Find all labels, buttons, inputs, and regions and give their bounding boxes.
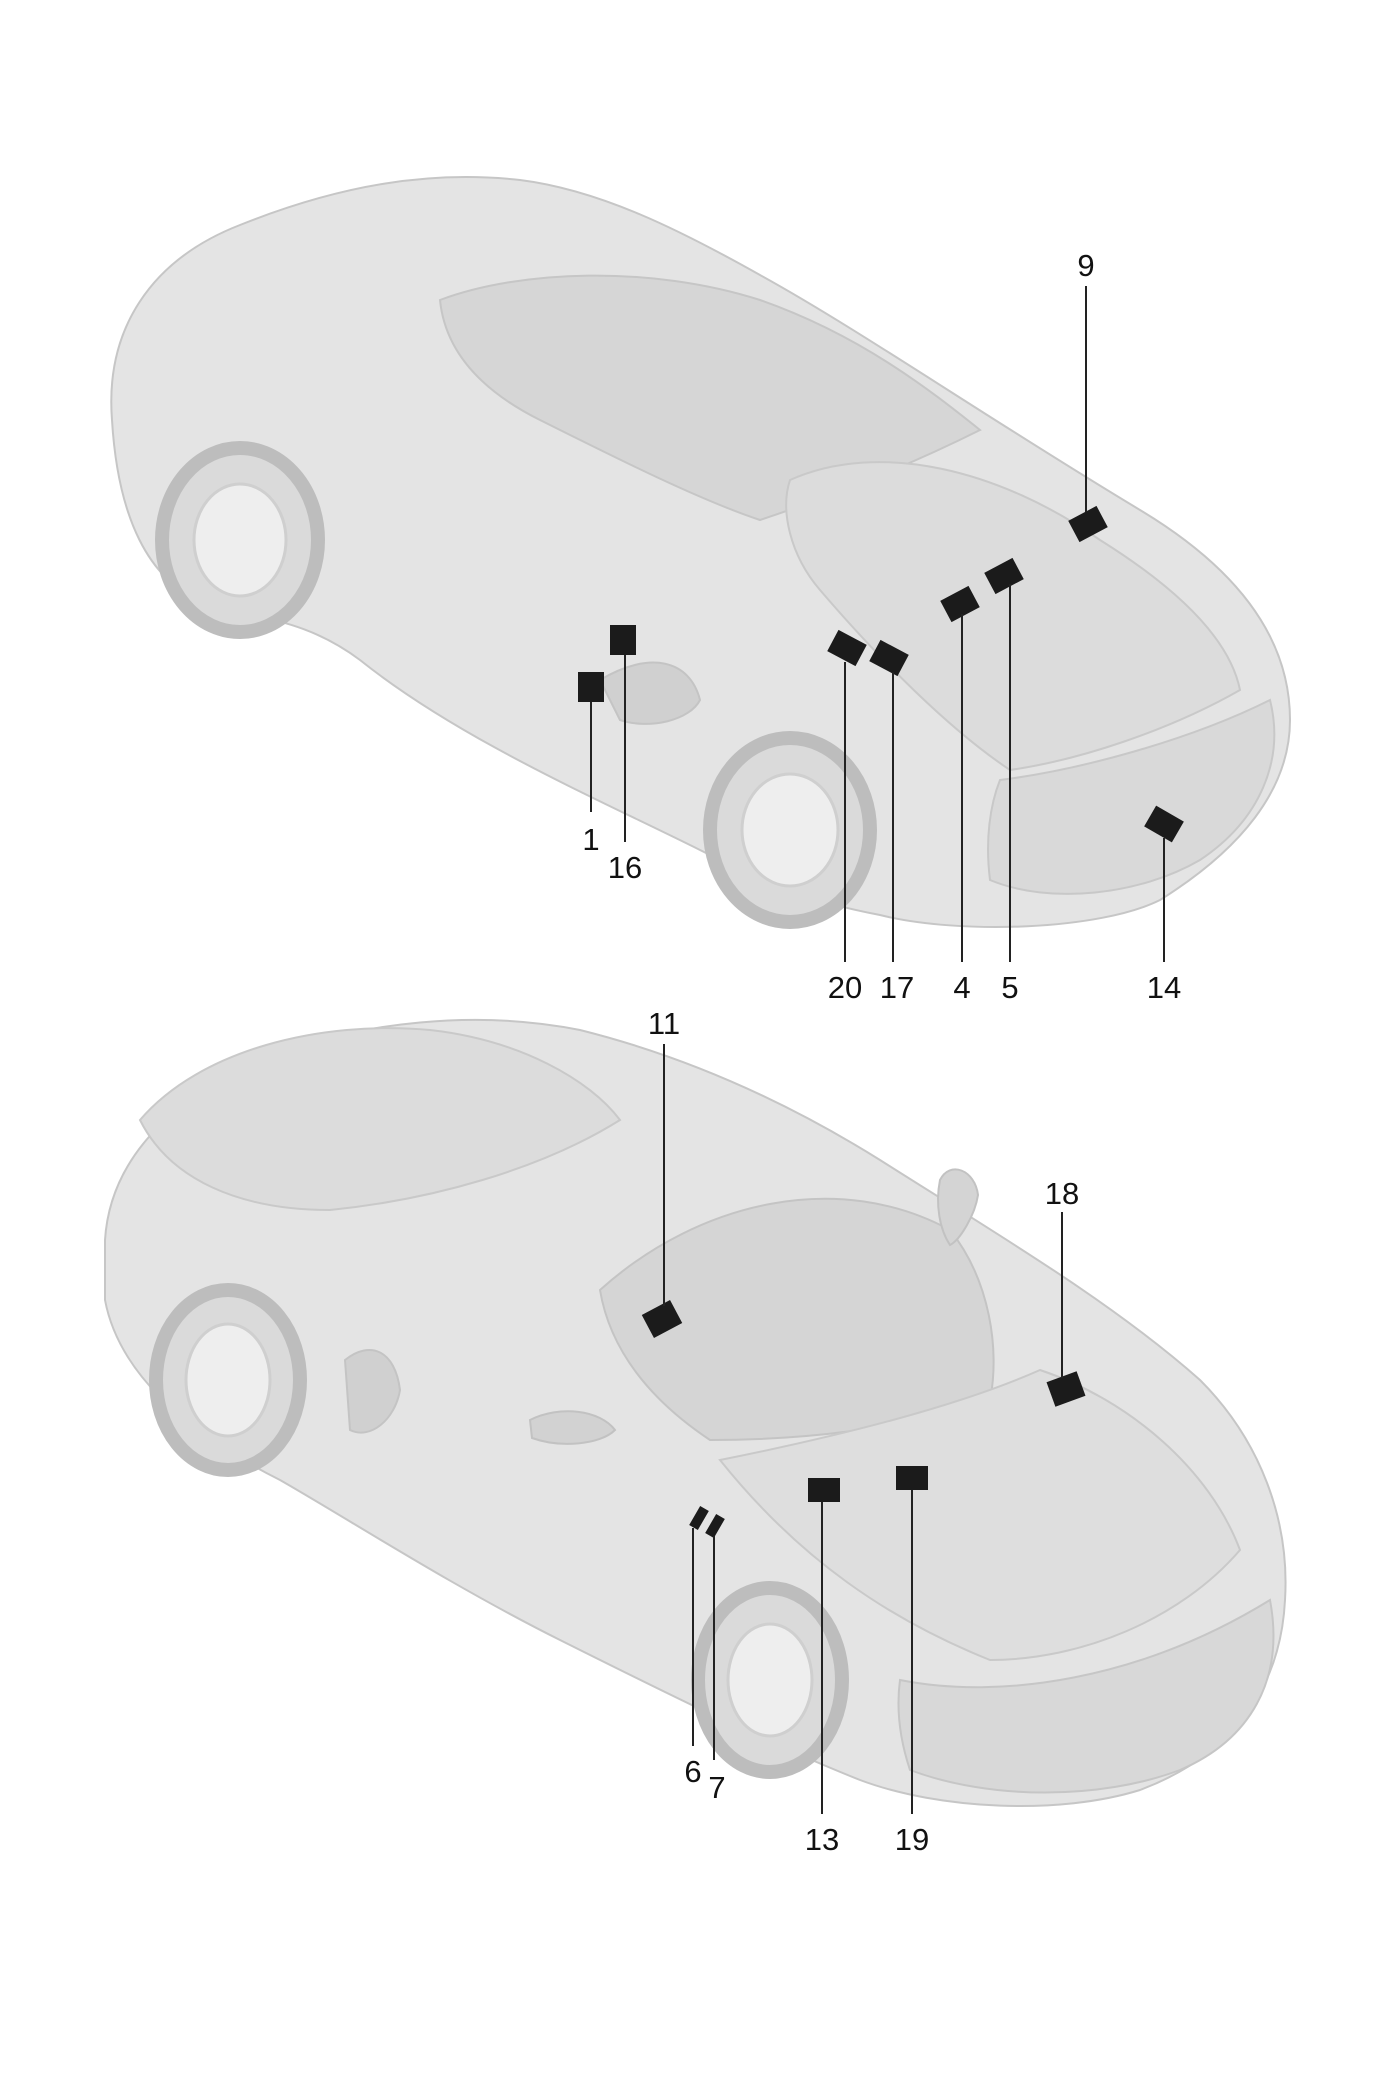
marker-7 xyxy=(705,1513,725,1539)
marker-13 xyxy=(808,1478,840,1502)
car-front-rear-deck xyxy=(138,1027,622,1212)
callout-16: 16 xyxy=(608,850,642,885)
callout-11: 11 xyxy=(648,1006,680,1041)
car-rear-bumper xyxy=(987,698,1276,895)
car-front-bumper xyxy=(897,1598,1275,1794)
car-front-hood xyxy=(718,1368,1242,1662)
callout-19: 19 xyxy=(895,1822,929,1857)
callout-14: 14 xyxy=(1147,970,1181,1005)
marker-20 xyxy=(827,629,867,667)
marker-5 xyxy=(984,557,1024,595)
callout-labels: 1 16 20 17 4 5 9 14 11 18 6 7 13 19 xyxy=(582,248,1181,1857)
car-rear-view xyxy=(110,176,1292,929)
car-rear-deck xyxy=(785,461,1242,772)
leader-lines xyxy=(590,286,1165,1814)
car-front-view xyxy=(104,1019,1287,1807)
marker-4 xyxy=(940,585,980,623)
callout-1: 1 xyxy=(582,822,599,857)
marker-16 xyxy=(610,625,636,655)
marker-6 xyxy=(689,1505,709,1531)
callout-4: 4 xyxy=(953,970,970,1005)
callout-5: 5 xyxy=(1001,970,1018,1005)
callout-9: 9 xyxy=(1077,248,1094,283)
marker-14 xyxy=(1144,805,1184,843)
marker-11 xyxy=(641,1300,683,1338)
car-front-side-intake xyxy=(343,1349,402,1434)
marker-17 xyxy=(869,639,909,677)
callout-6: 6 xyxy=(684,1754,701,1789)
callout-20: 20 xyxy=(828,970,862,1005)
marker-9 xyxy=(1068,505,1108,543)
car-front-mirror xyxy=(937,1168,980,1247)
marker-1 xyxy=(578,672,604,702)
label-markers xyxy=(578,505,1184,1539)
callout-17: 17 xyxy=(880,970,914,1005)
callout-13: 13 xyxy=(805,1822,839,1857)
car-front-door-handle xyxy=(528,1410,617,1445)
callout-18: 18 xyxy=(1045,1176,1079,1211)
marker-18 xyxy=(1046,1371,1086,1407)
marker-19 xyxy=(896,1466,928,1490)
callout-7: 7 xyxy=(708,1770,725,1805)
